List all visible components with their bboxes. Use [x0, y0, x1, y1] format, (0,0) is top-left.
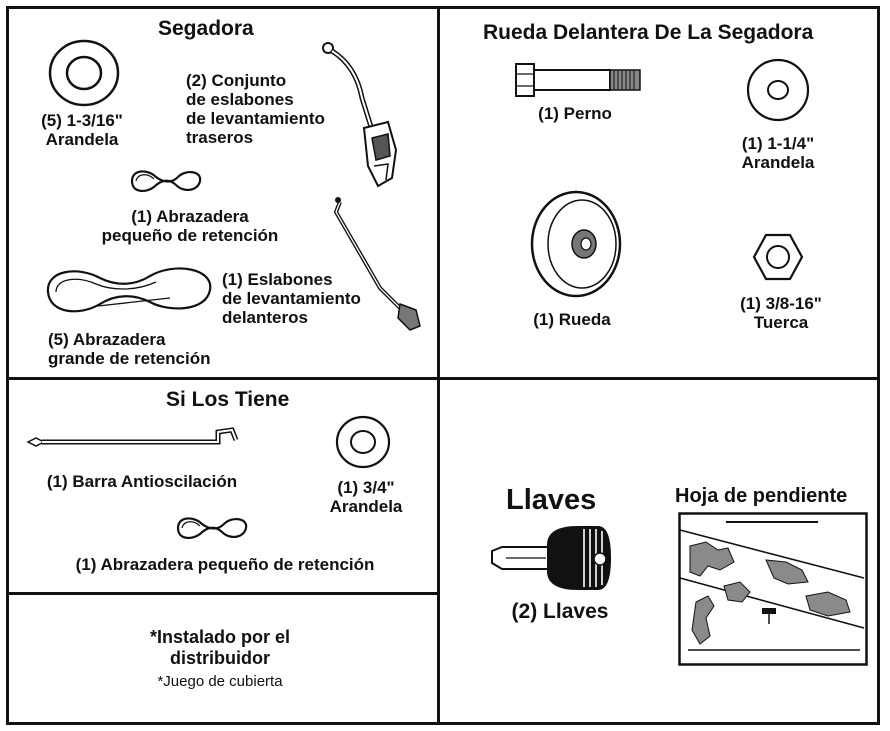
parts-frame [6, 6, 880, 725]
rear-lift-link-icon [316, 38, 406, 198]
wheel-label: (1) Rueda [533, 310, 611, 329]
nut-icon [752, 232, 804, 282]
front-wheel-section-title: Rueda Delantera De La Segadora [483, 21, 814, 44]
wheel-icon [526, 188, 626, 300]
slope-sheet-title: Hoja de pendiente [675, 485, 848, 507]
if-equipped-washer-label: (1) 3/4" Arandela [329, 478, 403, 516]
divider-vertical [437, 6, 440, 725]
front-washer-label: (1) 1-1/4" Arandela [741, 134, 815, 172]
small-clip-label: (1) Abrazadera pequeño de retención [101, 207, 279, 245]
large-retaining-clip-icon [38, 262, 218, 320]
keys-section-title: Llaves [506, 484, 597, 516]
anti-sway-bar-icon [22, 420, 248, 460]
small-retaining-clip-icon [126, 165, 206, 197]
divider-horizontal-main [6, 377, 880, 380]
mower-washer-label: (5) 1-3/16" Arandela [41, 111, 123, 149]
nut-label: (1) 3/8-16" Tuerca [740, 294, 822, 332]
if-equipped-section-title: Si Los Tiene [166, 388, 290, 411]
washer-3-4-icon [334, 414, 392, 470]
washer-1-1-4-icon [744, 56, 812, 124]
mower-section-title: Segadora [158, 17, 254, 40]
front-lift-links-label: (1) Eslabones de levantamiento delantero… [222, 270, 361, 327]
dealer-installed-title: *Instalado por el distribuidor [149, 627, 291, 668]
deck-kit-label: *Juego de cubierta [157, 673, 283, 690]
rear-lift-links-label: (2) Conjunto de eslabones de levantamien… [186, 71, 325, 147]
front-lift-link-icon [326, 197, 426, 334]
bolt-icon [514, 60, 644, 100]
small-retaining-clip-2-icon [172, 512, 252, 544]
divider-horizontal-lower [6, 592, 440, 595]
large-clip-label: (5) Abrazadera grande de retención [48, 330, 211, 368]
washer-large-icon [46, 38, 122, 108]
if-equipped-clip-label: (1) Abrazadera pequeño de retención [75, 555, 375, 574]
slope-sheet-icon [678, 512, 868, 666]
key-icon [488, 523, 614, 593]
bolt-label: (1) Perno [538, 104, 612, 123]
keys-label: (2) Llaves [511, 600, 609, 623]
anti-sway-bar-label: (1) Barra Antioscilación [46, 472, 238, 491]
